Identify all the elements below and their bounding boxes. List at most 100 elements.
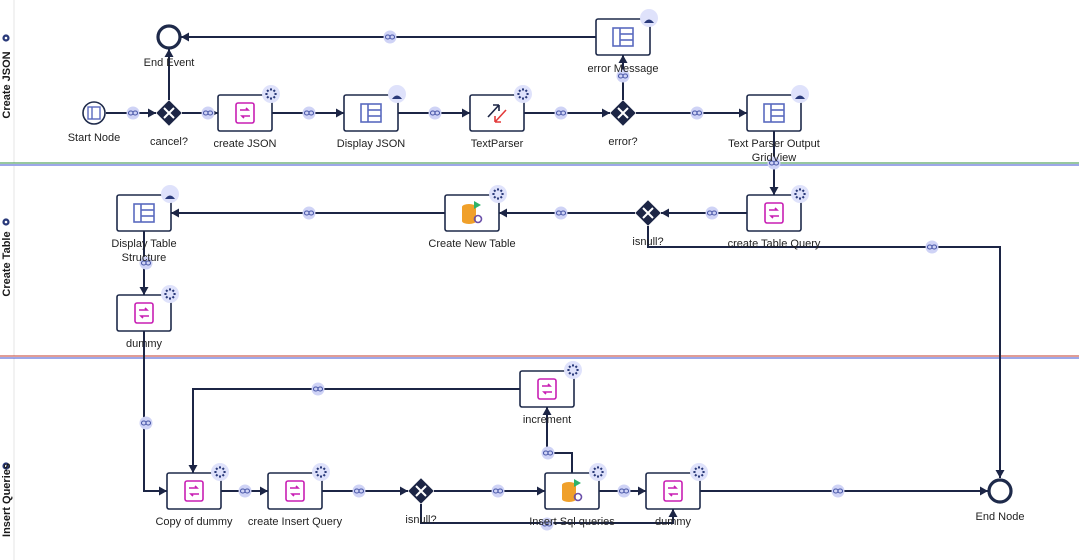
link-icon[interactable] [383, 30, 397, 44]
script-icon [184, 480, 204, 502]
edge-insert-sql-to-increment[interactable] [541, 407, 573, 473]
gear-icon[interactable] [514, 85, 532, 103]
link-icon[interactable] [925, 240, 939, 254]
edge-start-to-cancel[interactable] [106, 106, 156, 120]
edge-error-gw-to-tp-output[interactable] [636, 106, 747, 120]
node-end-event[interactable]: End Event [144, 24, 195, 69]
gear-icon[interactable] [489, 185, 507, 203]
node-isnull2[interactable]: isnull? [405, 478, 437, 526]
user-icon[interactable] [791, 85, 809, 103]
edge-copy-dummy-to-ci-query[interactable] [221, 484, 268, 498]
edge-dummy1-to-copy-dummy[interactable] [139, 331, 168, 496]
link-icon[interactable] [554, 106, 568, 120]
lane-settings-gear-icon[interactable] [2, 34, 10, 42]
edge-display-json-to-textparser[interactable] [398, 106, 470, 120]
arrowhead-icon [769, 187, 779, 195]
node-cancel[interactable]: cancel? [150, 100, 188, 148]
link-icon[interactable] [491, 484, 505, 498]
gear-icon[interactable] [211, 463, 229, 481]
edge-error-gw-to-error-msg[interactable] [616, 55, 630, 100]
exclusive-x-icon [617, 107, 629, 119]
node-label: dummy [126, 338, 163, 350]
node-start[interactable]: Start Node [68, 101, 121, 144]
link-icon[interactable] [705, 206, 719, 220]
edge-isnull2-to-dummy2[interactable] [420, 504, 678, 531]
edge-create-json-to-display-json[interactable] [272, 106, 344, 120]
node-label: TextParser [471, 138, 524, 150]
arrowhead-icon [139, 287, 149, 295]
edge-dummy2-to-end-node[interactable] [700, 484, 988, 498]
node-label: Create New Table [428, 238, 515, 250]
link-icon[interactable] [126, 106, 140, 120]
node-error-gw[interactable]: error? [608, 100, 638, 148]
gear-icon[interactable] [589, 463, 607, 481]
link-icon[interactable] [831, 484, 845, 498]
node-dummy2[interactable]: dummy [645, 463, 708, 528]
node-insert-sql[interactable]: Insert Sql queries [529, 463, 615, 528]
link-icon[interactable] [767, 156, 781, 170]
script-icon [764, 202, 784, 224]
edge-isnull1-to-new-table[interactable] [499, 206, 635, 220]
link-icon[interactable] [238, 484, 252, 498]
link-icon[interactable] [352, 484, 366, 498]
gear-icon[interactable] [262, 85, 280, 103]
node-increment[interactable]: increment [519, 361, 582, 426]
gear-icon[interactable] [312, 463, 330, 481]
link-icon[interactable] [554, 206, 568, 220]
link-icon[interactable] [428, 106, 442, 120]
link-icon[interactable] [311, 382, 325, 396]
lane-label: Insert Queries [1, 463, 13, 537]
link-icon[interactable] [540, 517, 554, 531]
node-ci-query[interactable]: create Insert Query [248, 463, 343, 528]
node-error-msg[interactable]: error Message [588, 9, 659, 75]
node-end-node[interactable]: End Node [976, 478, 1025, 523]
edge-insert-sql-to-dummy2[interactable] [599, 484, 646, 498]
node-isnull1[interactable]: isnull? [632, 200, 664, 248]
edge-increment-to-copy-dummy[interactable] [188, 382, 521, 474]
link-icon[interactable] [617, 484, 631, 498]
link-icon[interactable] [139, 256, 153, 270]
gear-icon[interactable] [564, 361, 582, 379]
edge-cancel-to-end-event[interactable] [164, 49, 174, 100]
node-copy-dummy[interactable]: Copy of dummy [155, 463, 233, 528]
edge-isnull1-to-end-node[interactable] [647, 226, 1005, 478]
node-label: dummy [655, 516, 692, 528]
script-icon [537, 378, 557, 400]
script-icon [134, 302, 154, 324]
user-icon[interactable] [161, 185, 179, 203]
link-icon[interactable] [201, 106, 215, 120]
node-display-json[interactable]: Display JSON [337, 85, 406, 150]
node-textparser[interactable]: TextParser [469, 85, 532, 150]
gear-icon[interactable] [690, 463, 708, 481]
gear-icon[interactable] [791, 185, 809, 203]
node-label: Copy of dummy [155, 516, 233, 528]
link-icon[interactable] [690, 106, 704, 120]
edge-ct-query-to-isnull1[interactable] [661, 206, 747, 220]
lane-settings-gear-icon[interactable] [2, 462, 10, 470]
edge-cancel-to-create-json[interactable] [182, 106, 218, 120]
edge-ci-query-to-isnull2[interactable] [322, 484, 408, 498]
edge-isnull2-to-insert-sql[interactable] [434, 484, 545, 498]
edge-display-table-to-dummy1[interactable] [139, 231, 153, 295]
link-icon[interactable] [139, 416, 153, 430]
link-icon[interactable] [541, 446, 555, 460]
node-new-table[interactable]: Create New Table [428, 185, 516, 250]
link-icon[interactable] [302, 106, 316, 120]
gear-icon[interactable] [161, 285, 179, 303]
edge-tp-output-to-ct-query[interactable] [767, 131, 781, 195]
user-icon[interactable] [640, 9, 658, 27]
edge-error-msg-to-end-event[interactable] [181, 30, 596, 44]
node-ct-query[interactable]: create Table Query [728, 185, 821, 250]
user-icon[interactable] [388, 85, 406, 103]
link-icon[interactable] [616, 69, 630, 83]
lane-settings-gear-icon[interactable] [2, 218, 10, 226]
edge-new-table-to-display-table[interactable] [171, 206, 445, 220]
link-icon[interactable] [302, 206, 316, 220]
node-dummy1[interactable]: dummy [116, 285, 179, 350]
edge-textparser-to-error-gw[interactable] [524, 106, 610, 120]
node-create-json[interactable]: create JSON [214, 85, 280, 150]
